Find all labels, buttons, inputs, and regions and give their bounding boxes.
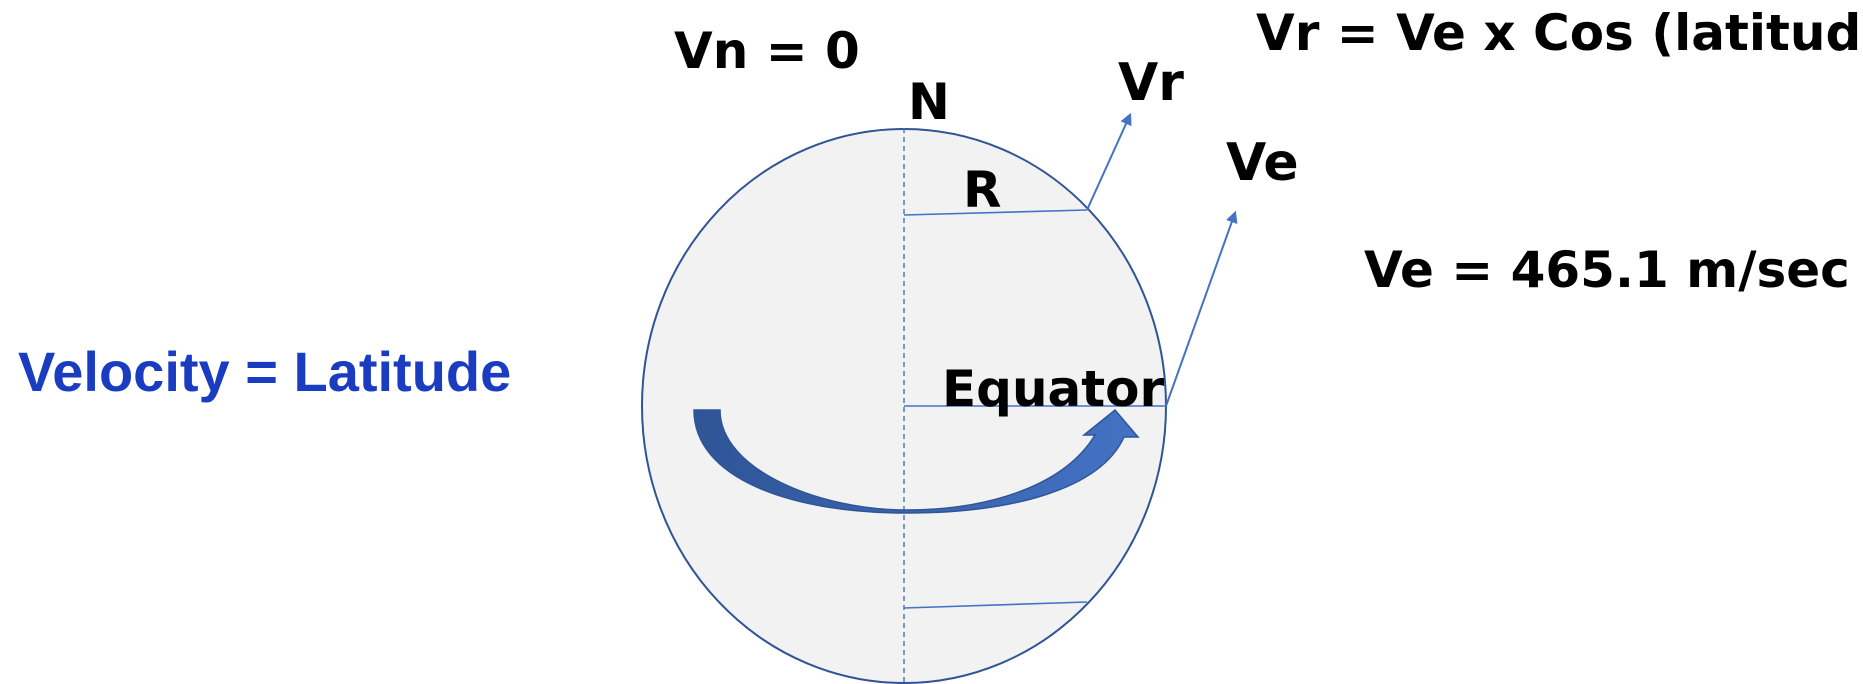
vr-formula: Vr = Ve x Cos (latitude) [1256,4,1863,62]
north-velocity-label: Vn = 0 [674,22,860,80]
rotation-arrow [693,408,1140,514]
southern-latitude-line [903,601,1088,609]
ve-label: Ve [1226,133,1299,193]
vr-label: Vr [1118,53,1184,113]
latitude-radius-line [903,209,1088,216]
ve-vector-arrow [1165,210,1238,407]
equatorial-speed: Ve = 465.1 m/sec [1364,241,1850,299]
equator-label: Equator [942,360,1165,418]
north-pole-label: N [908,73,950,131]
left-title: Velocity = Latitude [18,340,511,403]
radius-label: R [963,161,1002,219]
vr-vector-arrow [1086,112,1132,211]
